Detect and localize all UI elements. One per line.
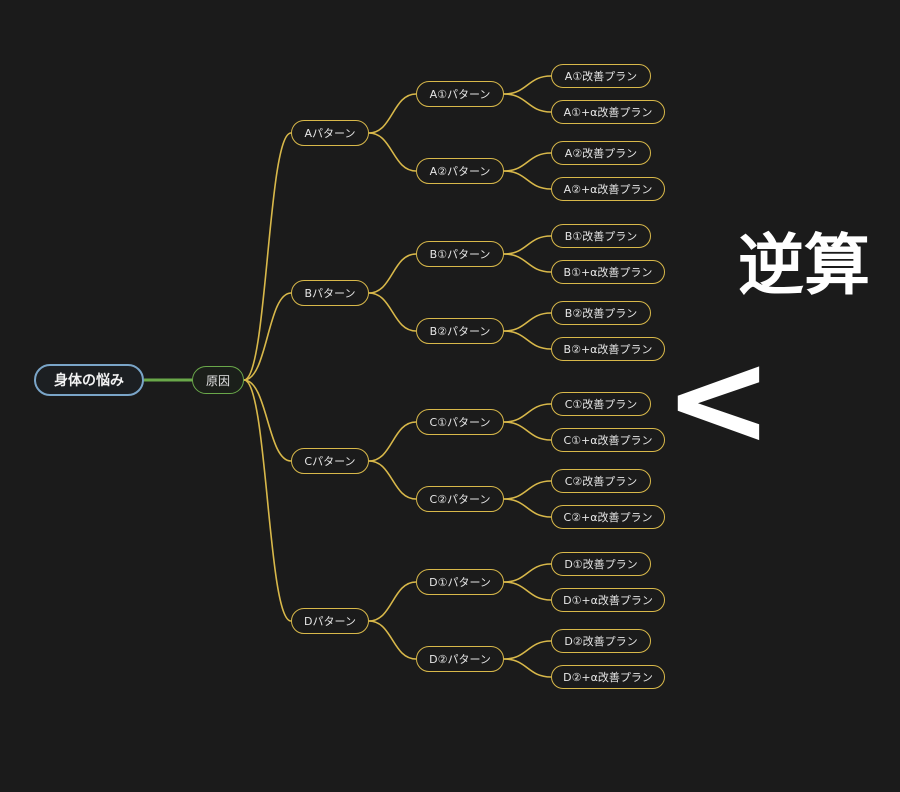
pattern-to-subpattern-link bbox=[368, 581, 417, 622]
subpattern-node[interactable]: A②パターン bbox=[416, 158, 504, 184]
improvement-plan-node[interactable]: C②改善プラン bbox=[551, 469, 651, 493]
subpattern-node[interactable]: B②パターン bbox=[416, 318, 504, 344]
pattern-to-subpattern-link bbox=[368, 292, 417, 332]
subpattern-to-plan-link bbox=[503, 581, 552, 601]
subpattern-node[interactable]: A①パターン bbox=[416, 81, 504, 107]
pattern-node[interactable]: Aパターン bbox=[291, 120, 369, 146]
pattern-to-subpattern-link bbox=[368, 93, 417, 134]
improvement-plan-node[interactable]: C①改善プラン bbox=[551, 392, 651, 416]
subpattern-to-plan-link bbox=[503, 403, 552, 423]
pattern-to-subpattern-link bbox=[368, 421, 417, 462]
cause-node[interactable]: 原因 bbox=[192, 366, 244, 394]
cause-to-pattern-link bbox=[243, 379, 292, 622]
subpattern-node[interactable]: C①パターン bbox=[416, 409, 504, 435]
pattern-to-subpattern-link bbox=[368, 620, 417, 660]
cause-to-pattern-link bbox=[243, 132, 292, 381]
improvement-plan-node[interactable]: B①+α改善プラン bbox=[551, 260, 665, 284]
subpattern-to-plan-link bbox=[503, 563, 552, 583]
improvement-plan-node[interactable]: B②+α改善プラン bbox=[551, 337, 665, 361]
subpattern-to-plan-link bbox=[503, 330, 552, 350]
subpattern-to-plan-link bbox=[503, 235, 552, 255]
improvement-plan-node[interactable]: A②+α改善プラン bbox=[551, 177, 665, 201]
improvement-plan-node[interactable]: A②改善プラン bbox=[551, 141, 651, 165]
subpattern-node[interactable]: B①パターン bbox=[416, 241, 504, 267]
pattern-to-subpattern-link bbox=[368, 253, 417, 294]
subpattern-to-plan-link bbox=[503, 658, 552, 678]
improvement-plan-node[interactable]: A①+α改善プラン bbox=[551, 100, 665, 124]
subpattern-to-plan-link bbox=[503, 93, 552, 113]
subpattern-to-plan-link bbox=[503, 75, 552, 95]
subpattern-to-plan-link bbox=[503, 640, 552, 660]
pattern-node[interactable]: Cパターン bbox=[291, 448, 369, 474]
subpattern-to-plan-link bbox=[503, 498, 552, 518]
improvement-plan-node[interactable]: C②+α改善プラン bbox=[551, 505, 665, 529]
improvement-plan-node[interactable]: D①+α改善プラン bbox=[551, 588, 665, 612]
subpattern-node[interactable]: C②パターン bbox=[416, 486, 504, 512]
subpattern-node[interactable]: D①パターン bbox=[416, 569, 504, 595]
pattern-to-subpattern-link bbox=[368, 132, 417, 172]
improvement-plan-node[interactable]: C①+α改善プラン bbox=[551, 428, 665, 452]
improvement-plan-node[interactable]: B①改善プラン bbox=[551, 224, 651, 248]
subpattern-to-plan-link bbox=[503, 421, 552, 441]
improvement-plan-node[interactable]: A①改善プラン bbox=[551, 64, 651, 88]
less-than-symbol: < bbox=[664, 323, 773, 475]
subpattern-to-plan-link bbox=[503, 253, 552, 273]
subpattern-node[interactable]: D②パターン bbox=[416, 646, 504, 672]
subpattern-to-plan-link bbox=[503, 312, 552, 332]
cause-to-pattern-link bbox=[243, 292, 292, 381]
root-node[interactable]: 身体の悩み bbox=[34, 364, 144, 396]
subpattern-to-plan-link bbox=[503, 480, 552, 500]
pattern-node[interactable]: Dパターン bbox=[291, 608, 369, 634]
cause-to-pattern-link bbox=[243, 379, 292, 462]
pattern-node[interactable]: Bパターン bbox=[291, 280, 369, 306]
pattern-to-subpattern-link bbox=[368, 460, 417, 500]
improvement-plan-node[interactable]: D①改善プラン bbox=[551, 552, 651, 576]
improvement-plan-node[interactable]: B②改善プラン bbox=[551, 301, 651, 325]
subpattern-to-plan-link bbox=[503, 152, 552, 172]
improvement-plan-node[interactable]: D②+α改善プラン bbox=[551, 665, 665, 689]
improvement-plan-node[interactable]: D②改善プラン bbox=[551, 629, 651, 653]
subpattern-to-plan-link bbox=[503, 170, 552, 190]
reverse-calculation-label: 逆算 bbox=[738, 227, 870, 304]
